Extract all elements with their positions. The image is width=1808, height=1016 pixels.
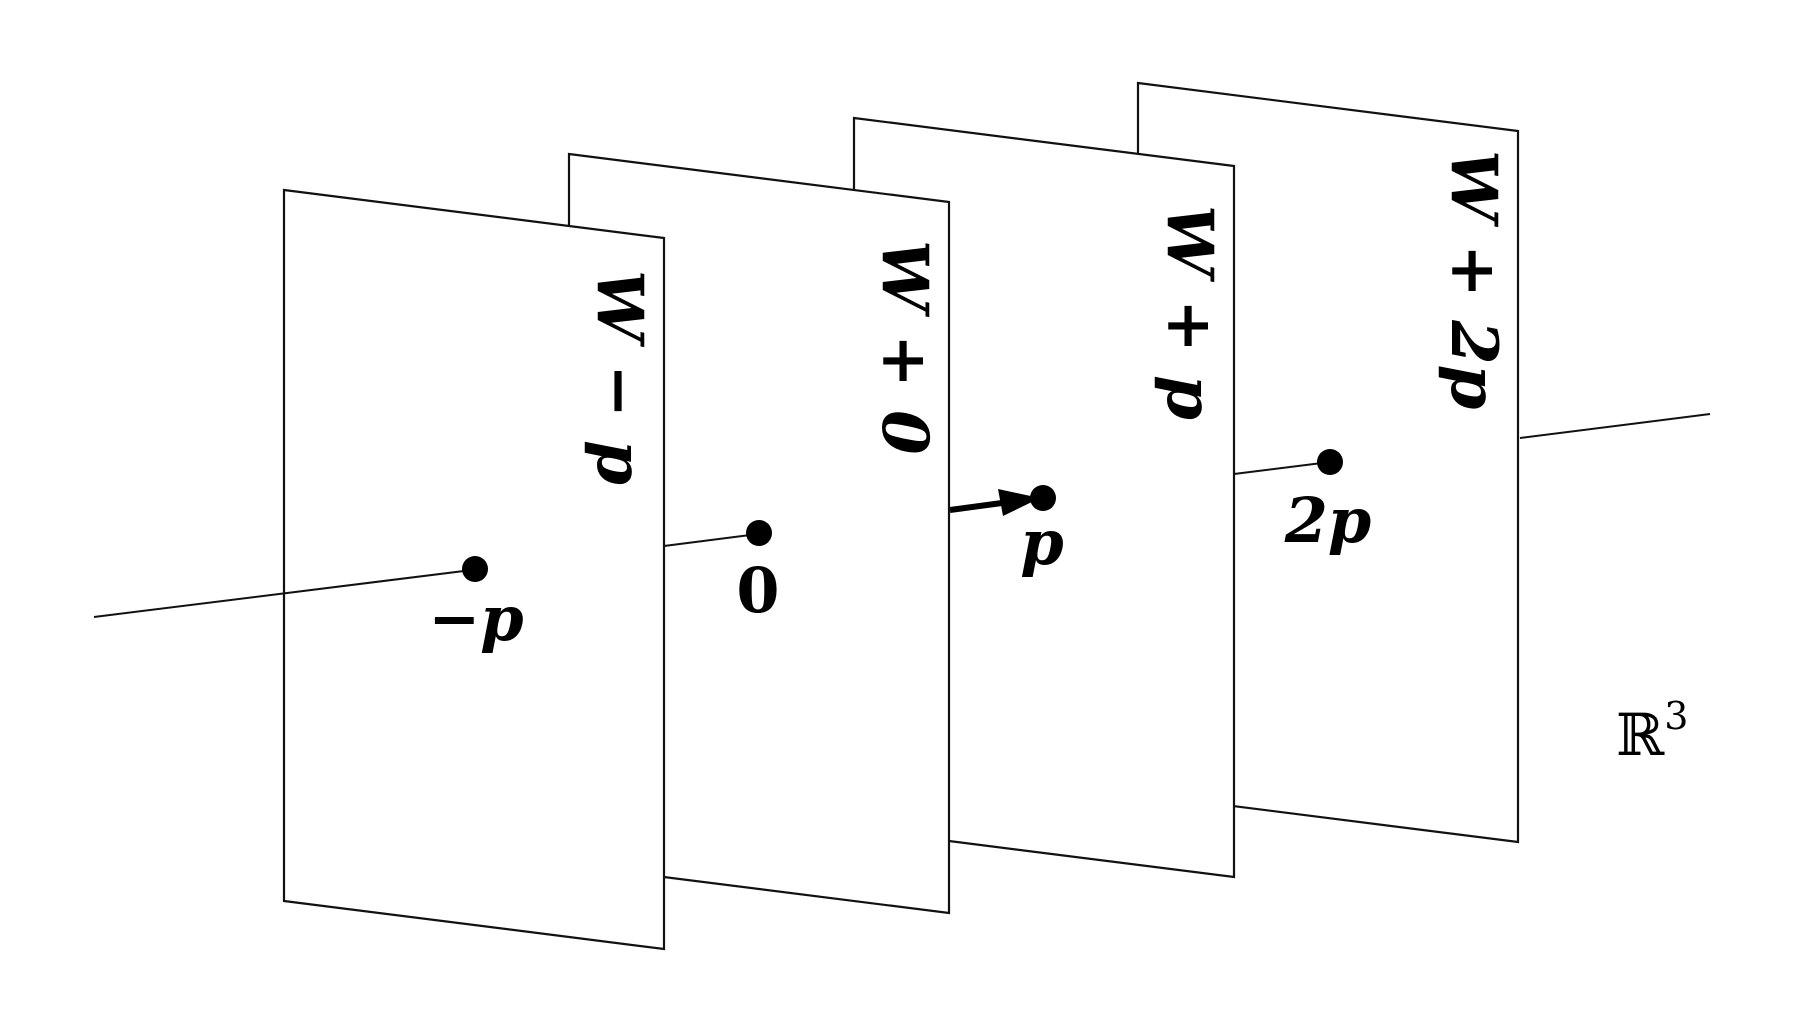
point-minus-p-dot [462, 556, 488, 582]
axis-line-right [1519, 413, 1711, 439]
space-label: ℝ3 [1616, 694, 1688, 769]
space-label-exponent: 3 [1664, 694, 1688, 738]
plane-w-plus-2p-label: W + 2p [1436, 150, 1511, 409]
plane-w-plus-0-label: W + 0 [867, 240, 942, 455]
axis-line-segment-3 [1233, 461, 1331, 475]
point-minus-p-label: −p [428, 582, 523, 655]
point-p-dot [1030, 485, 1056, 511]
point-0-label: 0 [736, 554, 779, 627]
plane-w-minus-p-label: W − p [582, 270, 657, 485]
space-label-base: ℝ [1616, 701, 1665, 769]
point-p-label: p [1020, 506, 1063, 579]
plane-w-plus-p-label: W + p [1152, 205, 1227, 420]
vector-p-shaft [949, 500, 1003, 513]
vector-p-arrowhead [998, 489, 1040, 516]
axis-line-segment-1 [663, 533, 759, 547]
axis-line-left [93, 569, 473, 618]
point-2p-dot [1317, 449, 1343, 475]
point-2p-label: 2p [1284, 484, 1372, 557]
point-0-dot [746, 520, 772, 546]
